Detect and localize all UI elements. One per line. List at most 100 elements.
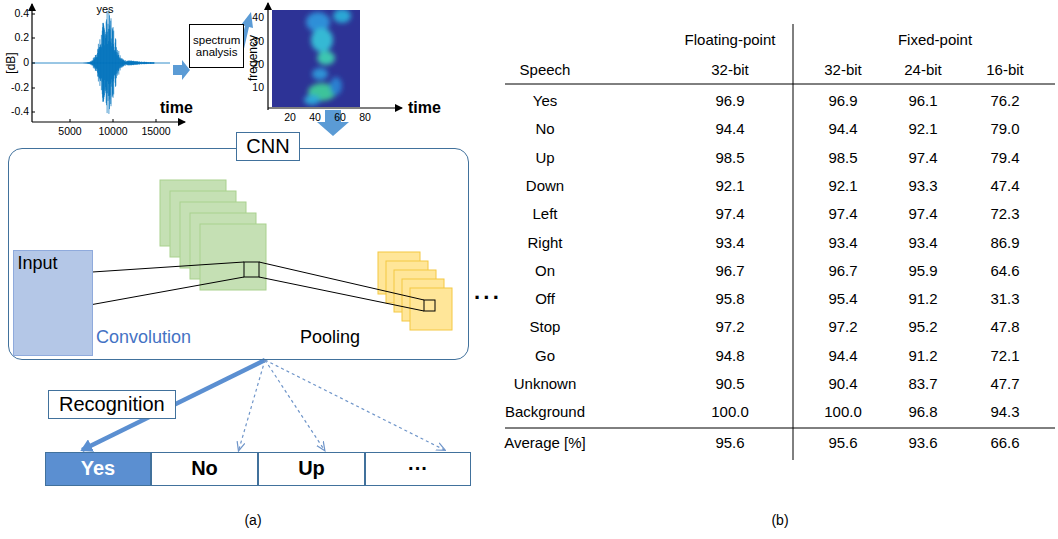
kernel-window [244, 262, 259, 277]
table-cell: Stop [530, 319, 561, 336]
table-cell: Left [532, 206, 557, 223]
table-cell: 93.3 [908, 178, 937, 195]
table-cell: 47.8 [990, 319, 1019, 336]
table-cell: 92.1 [828, 178, 857, 195]
table-cell: 95.8 [715, 291, 744, 308]
table-cell: 90.4 [828, 376, 857, 393]
table-cell: 95.6 [715, 435, 744, 452]
tick-label: 15000 [141, 126, 170, 138]
table-cell: 97.2 [828, 319, 857, 336]
table-cell: Background [505, 404, 585, 421]
tick-label: 40 [309, 112, 321, 124]
panel-heading: CNN [236, 132, 299, 161]
node-label: Input [14, 251, 92, 276]
tick-label: 5000 [58, 126, 81, 138]
table-header: Floating-point [685, 32, 776, 49]
node-label: ··· [366, 453, 470, 484]
candidate-arrow [239, 360, 265, 450]
table-cell: 72.1 [990, 347, 1019, 364]
node-label: Yes [46, 453, 150, 484]
layer-label: Pooling [300, 328, 360, 348]
table-cell: 96.7 [828, 263, 857, 280]
table-cell: 47.7 [990, 376, 1019, 393]
pool-window [424, 300, 435, 311]
table-cell: 31.3 [990, 291, 1019, 308]
table-cell: 93.6 [908, 435, 937, 452]
table-cell: 91.2 [908, 347, 937, 364]
subfigure-caption: (a) [244, 513, 261, 528]
table-cell: Yes [533, 93, 557, 110]
table-header: Speech [520, 62, 571, 79]
tick-label: 80 [359, 112, 371, 124]
spectrogram [268, 3, 402, 110]
table-cell: 96.8 [908, 404, 937, 421]
candidate-arrow [265, 360, 445, 450]
block-arrow [173, 60, 190, 80]
ellipsis: ··· [474, 286, 502, 310]
tick-label: 0.4 [14, 8, 29, 20]
node-label: No [152, 453, 257, 484]
table-cell: 83.7 [908, 376, 937, 393]
axis-title: time [160, 99, 193, 117]
axis-title: [dB] [5, 52, 18, 73]
table-cell: 94.4 [715, 121, 744, 138]
table-cell: 97.4 [908, 206, 937, 223]
table-rules [505, 24, 1055, 460]
table-cell: 96.1 [908, 93, 937, 110]
table-cell: 92.1 [908, 121, 937, 138]
table-cell: 96.7 [715, 263, 744, 280]
table-cell: 97.4 [908, 149, 937, 166]
table-cell: 95.9 [908, 263, 937, 280]
x-axis [268, 107, 402, 108]
table-cell: 66.6 [990, 435, 1019, 452]
input-box: Input [13, 250, 93, 356]
table-header: 32-bit [711, 62, 749, 79]
projection-line [259, 277, 424, 311]
table-cell: 93.4 [908, 234, 937, 251]
table-cell: 98.5 [715, 149, 744, 166]
table-header: 16-bit [986, 62, 1024, 79]
subfigure-caption: (b) [771, 513, 788, 528]
tick-label: -0.2 [11, 82, 29, 94]
tick-label: 10000 [98, 126, 127, 138]
cnn-panel: CNNInput [8, 148, 469, 360]
plot-title: yes [96, 3, 113, 15]
table-cell: 95.2 [908, 319, 937, 336]
axis-title: time [408, 99, 441, 117]
table-cell: 94.4 [828, 121, 857, 138]
node-label: Recognition [59, 393, 165, 416]
table-cell: 94.8 [715, 347, 744, 364]
table-cell: 92.1 [715, 178, 744, 195]
table-cell: 90.5 [715, 376, 744, 393]
table-cell: 96.9 [828, 93, 857, 110]
tick-label: 0.2 [14, 32, 29, 44]
x-axis [32, 121, 185, 122]
recognition-box: Recognition [48, 390, 176, 419]
table-cell: 93.4 [715, 234, 744, 251]
output-class: ··· [365, 452, 471, 486]
table-cell: Right [527, 234, 562, 251]
node-label: spectrum analysis [193, 34, 240, 58]
process-box: spectrum analysis [189, 24, 244, 68]
candidate-arrow [265, 360, 324, 450]
waveform [80, 10, 154, 114]
tick-label: 20 [252, 59, 264, 71]
table-cell: 94.4 [828, 347, 857, 364]
tick-label: 30 [252, 36, 264, 48]
table-cell: 79.4 [990, 149, 1019, 166]
table-cell: 98.5 [828, 149, 857, 166]
table-cell: 100.0 [711, 404, 749, 421]
table-cell: 100.0 [824, 404, 862, 421]
table-cell: Down [526, 178, 564, 195]
table-cell: 76.2 [990, 93, 1019, 110]
table-cell: 72.3 [990, 206, 1019, 223]
table-cell: 91.2 [908, 291, 937, 308]
table-cell: 95.6 [828, 435, 857, 452]
y-axis [267, 3, 268, 110]
tick-label: -0.4 [11, 106, 29, 118]
table-cell: Average [%] [504, 435, 585, 452]
table-cell: 97.2 [715, 319, 744, 336]
table-cell: 95.4 [828, 291, 857, 308]
table-cell: Off [535, 291, 555, 308]
